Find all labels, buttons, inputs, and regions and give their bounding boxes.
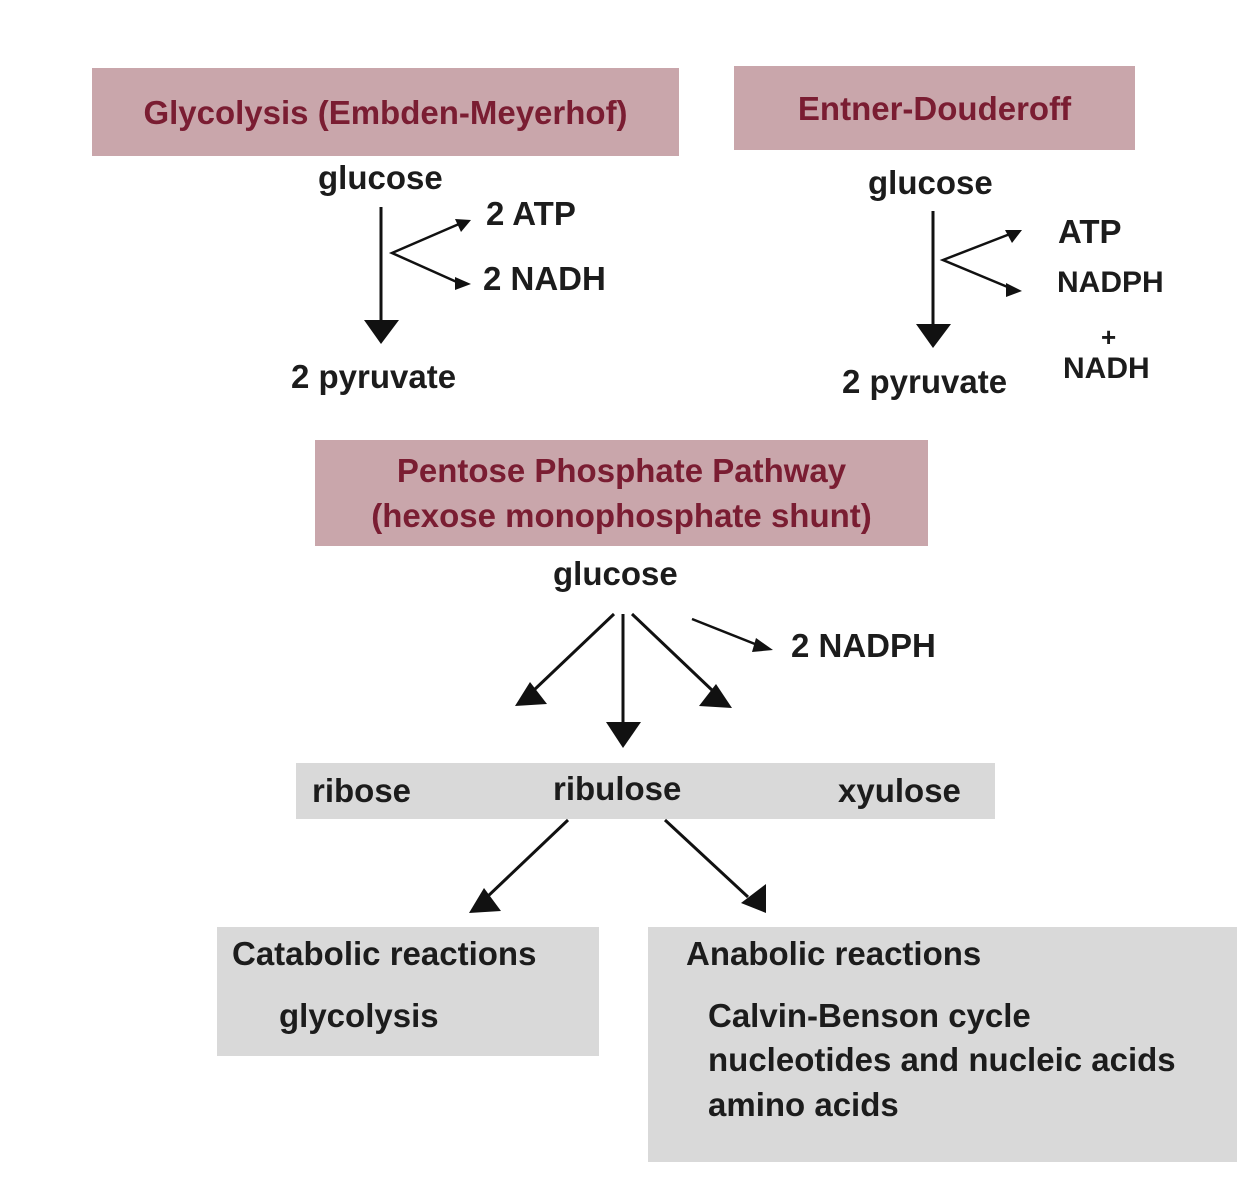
ed-nadph-yield: NADPH <box>1057 266 1164 299</box>
ed-glucose: glucose <box>868 164 993 201</box>
ppp-left-arrow-shaft <box>531 612 616 693</box>
sugar-ribose: ribose <box>312 772 412 809</box>
ppp-left-arrowhead <box>515 682 547 706</box>
ed-plus-sign: + <box>1101 322 1117 352</box>
pentose-sugars-box <box>296 763 995 819</box>
glycolysis-nadh-yield: 2 NADH <box>483 260 606 297</box>
to-catabolic-arrowhead <box>469 888 501 913</box>
glycolysis-title: Glycolysis (Embden-Meyerhof) <box>143 93 628 131</box>
anabolic-item-calvin-benson: Calvin-Benson cycle <box>708 997 1031 1034</box>
glycolysis-main-arrowhead <box>364 320 399 344</box>
to-anabolic-arrow-shaft <box>663 818 750 899</box>
ppp-center-arrowhead <box>606 722 641 748</box>
glycolysis-atp-arrowhead <box>455 219 471 232</box>
pentose-phosphate-title-line1: Pentose Phosphate Pathway <box>396 452 847 489</box>
pentose-phosphate-title-box: Pentose Phosphate Pathway (hexose monoph… <box>315 440 928 546</box>
ppp-right-arrow-shaft <box>630 612 716 694</box>
glycolysis-nadh-arrowhead <box>455 277 471 290</box>
glycolysis-atp-yield: 2 ATP <box>486 195 576 232</box>
glycolysis-pyruvate: 2 pyruvate <box>291 358 457 395</box>
catabolic-reactions-box <box>217 927 599 1056</box>
sugar-ribulose: ribulose <box>553 770 682 807</box>
ed-main-arrowhead <box>916 324 951 348</box>
anabolic-item-amino-acids: amino acids <box>708 1086 899 1123</box>
ed-atp-yield: ATP <box>1058 213 1122 250</box>
pentose-phosphate-title-line2: (hexose monophosphate shunt) <box>371 497 872 534</box>
glycolysis-side-arrows <box>388 222 460 285</box>
to-anabolic-arrowhead <box>741 884 766 913</box>
anabolic-item-nucleotides: nucleotides and nucleic acids <box>708 1041 1176 1078</box>
ed-nadh-yield: NADH <box>1063 352 1150 385</box>
sugar-xyulose: xyulose <box>838 772 961 809</box>
ppp-nadph-arrowhead <box>752 638 773 652</box>
ed-atp-arrowhead <box>1005 230 1022 243</box>
ed-nadph-arrowhead <box>1006 283 1022 297</box>
entner-doudoroff-title-box: Entner-Douderoff <box>734 66 1135 150</box>
entner-doudoroff-title: Entner-Douderoff <box>797 89 1072 127</box>
ed-side-arrows <box>939 232 1011 290</box>
ed-pyruvate: 2 pyruvate <box>842 363 1008 400</box>
catabolic-item-glycolysis: glycolysis <box>279 997 439 1034</box>
ppp-nadph-arrow-shaft <box>691 617 761 648</box>
anabolic-reactions-box <box>648 927 1237 1162</box>
ppp-right-arrowhead <box>699 684 732 708</box>
glycolysis-title-box: Glycolysis (Embden-Meyerhof) <box>92 68 679 156</box>
catabolic-heading: Catabolic reactions <box>232 935 537 972</box>
ppp-nadph-yield: 2 NADPH <box>791 627 936 664</box>
glycolysis-glucose: glucose <box>318 159 443 196</box>
to-catabolic-arrow-shaft <box>484 818 570 900</box>
anabolic-heading: Anabolic reactions <box>686 935 982 972</box>
ppp-glucose: glucose <box>553 555 678 592</box>
